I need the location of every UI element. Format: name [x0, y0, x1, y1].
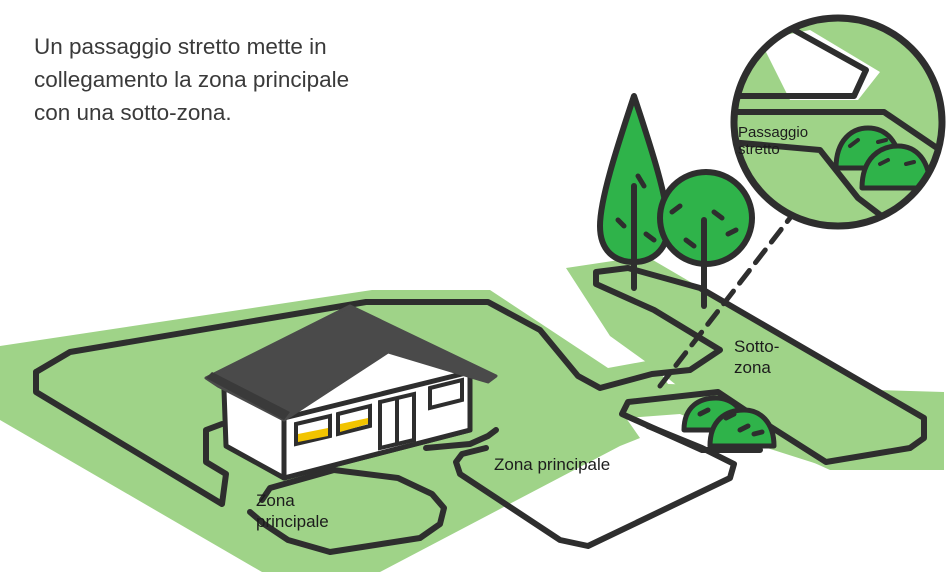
bush-icon: [681, 395, 777, 449]
caption-text: Un passaggio stretto mette in collegamen…: [34, 30, 434, 129]
label-zona-principale-left: Zona principale: [256, 490, 329, 532]
caption-line-3: con una sotto-zona.: [34, 100, 232, 125]
magnifier-connector: [657, 215, 793, 389]
label-line: Zona: [256, 491, 295, 510]
label-line: zona: [734, 358, 771, 377]
label-line: Zona principale: [494, 455, 611, 474]
label-passaggio-stretto: Passaggio stretto: [738, 124, 808, 158]
house-windows: [294, 377, 464, 451]
label-sotto-zona: Sotto- zona: [734, 336, 779, 378]
magnifier-icon: [730, 14, 946, 230]
label-line: stretto: [738, 141, 780, 158]
caption-line-2: collegamento la zona principale: [34, 67, 350, 92]
tree-icon-round: [657, 169, 755, 309]
tree-icon-tall: [597, 93, 671, 291]
boundary-wire: [33, 265, 927, 555]
label-line: Passaggio: [738, 124, 809, 141]
house-icon: [204, 304, 498, 481]
caption-line-1: Un passaggio stretto mette in: [34, 34, 327, 59]
label-line: Sotto-: [734, 337, 780, 356]
label-line: principale: [256, 512, 329, 531]
label-zona-principale-center: Zona principale: [494, 454, 610, 475]
sub-zone-lawn: [566, 256, 944, 470]
